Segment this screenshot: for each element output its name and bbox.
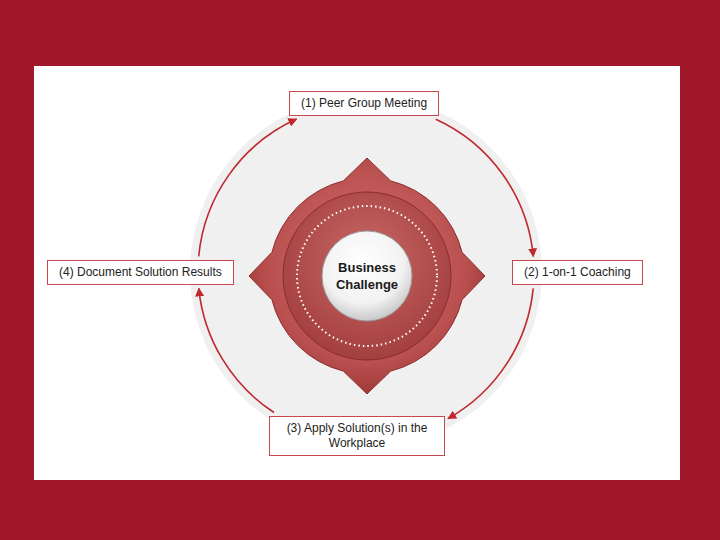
inner-ring (283, 192, 451, 360)
center-sphere (321, 230, 413, 322)
step-box: (4) Document Solution Results (47, 260, 234, 285)
step-label: (1) Peer Group Meeting (301, 96, 427, 111)
center-circle: Business Challenge (321, 230, 413, 322)
cycle-arrow (199, 119, 297, 256)
cycle-arrow (436, 119, 534, 256)
cycle-arrow (448, 288, 533, 418)
cycle-arrow (199, 288, 274, 412)
dotted-ring (297, 206, 437, 346)
step-label: (2) 1-on-1 Coaching (524, 265, 631, 280)
step-box: (2) 1-on-1 Coaching (512, 260, 643, 285)
step-box: (1) Peer Group Meeting (289, 91, 439, 116)
star-shape (249, 158, 485, 394)
center-label: Business Challenge (329, 259, 405, 293)
step-label: (3) Apply Solution(s) in the Workplace (281, 421, 433, 451)
grey-disk (190, 96, 542, 448)
step-label: (4) Document Solution Results (59, 265, 222, 280)
step-box: (3) Apply Solution(s) in the Workplace (269, 416, 445, 456)
